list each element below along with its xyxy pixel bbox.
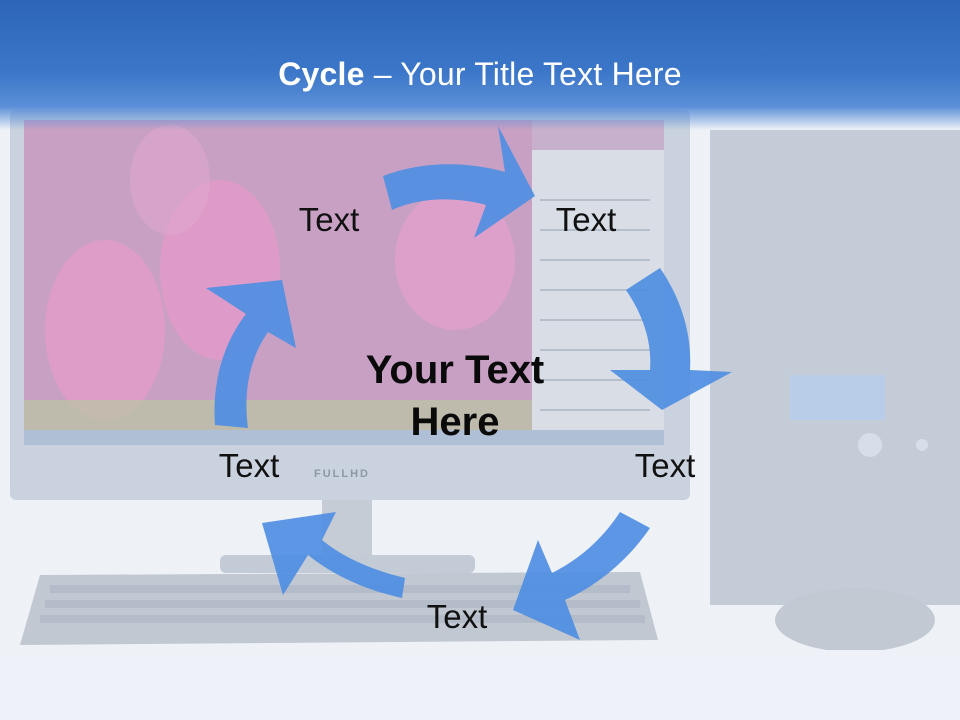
slide-title: Cycle – Your Title Text Here	[0, 56, 960, 93]
cycle-label-top-left: Text	[298, 201, 360, 238]
cycle-arrow-5	[206, 280, 296, 428]
cycle-label-bottom: Text	[426, 598, 488, 635]
cycle-arrow-3	[513, 512, 650, 640]
cycle-label-right: Text	[634, 447, 696, 484]
cycle-label-top-right: Text	[555, 201, 617, 238]
title-bold: Cycle	[278, 56, 365, 92]
cycle-arrow-4	[262, 512, 405, 598]
center-text-line1: Your Text	[365, 348, 545, 392]
monitor-brand: FULLHD	[314, 468, 370, 480]
title-rest: – Your Title Text Here	[364, 56, 682, 92]
center-text: Your Text Here	[325, 344, 585, 448]
cycle-arrow-1	[383, 126, 535, 238]
cycle-arrow-2	[610, 268, 732, 410]
title-bar	[0, 0, 960, 130]
center-text-line2: Here	[410, 400, 500, 444]
cycle-label-left: Text	[218, 447, 280, 484]
